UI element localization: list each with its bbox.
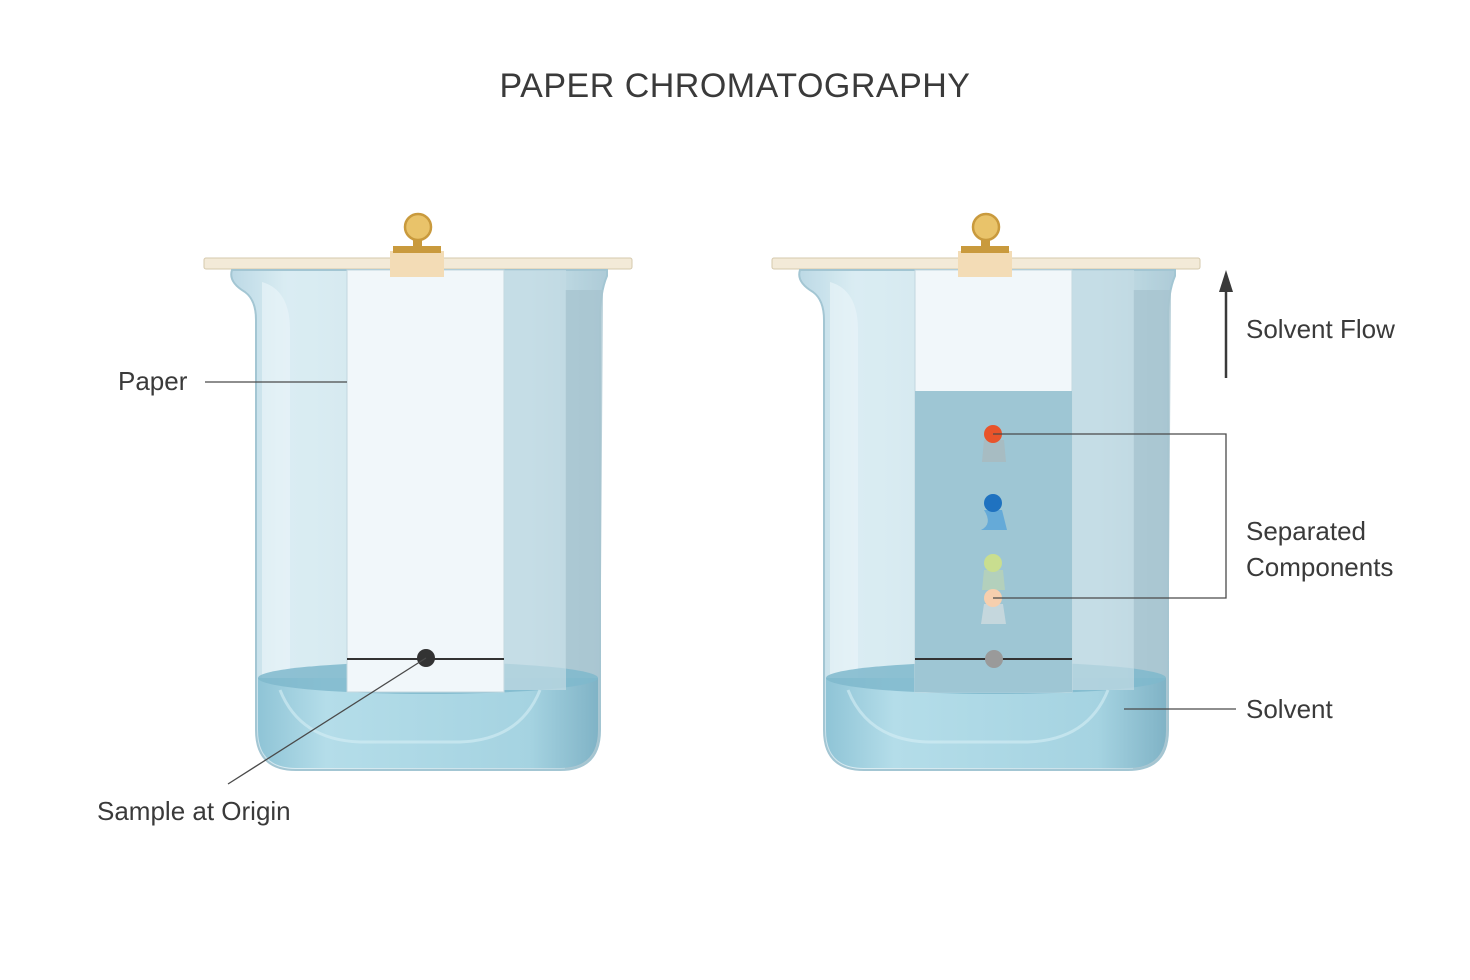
diagram-title: PAPER CHROMATOGRAPHY [500,67,971,105]
up-arrow-icon [1219,270,1233,378]
binder-clip-icon [390,212,444,277]
paper-strip [346,269,505,693]
label-paper: Paper [118,366,188,396]
leader-sample [227,657,427,785]
solvent-liquid [258,678,598,768]
label-sample-at-origin: Sample at Origin [97,796,291,826]
beaker-before [203,212,633,771]
bracket-separated-components [993,433,1227,599]
solvent-liquid [826,678,1166,768]
label-separated-components-2: Components [1246,552,1393,582]
label-solvent: Solvent [1246,694,1333,724]
label-separated-components-1: Separated [1246,516,1366,546]
beaker-after [771,212,1201,771]
component-spot-green [984,554,1002,572]
origin-spot-faded [985,650,1003,668]
binder-clip-icon [958,212,1012,277]
label-solvent-flow: Solvent Flow [1246,314,1395,344]
component-spot-blue [984,494,1002,512]
